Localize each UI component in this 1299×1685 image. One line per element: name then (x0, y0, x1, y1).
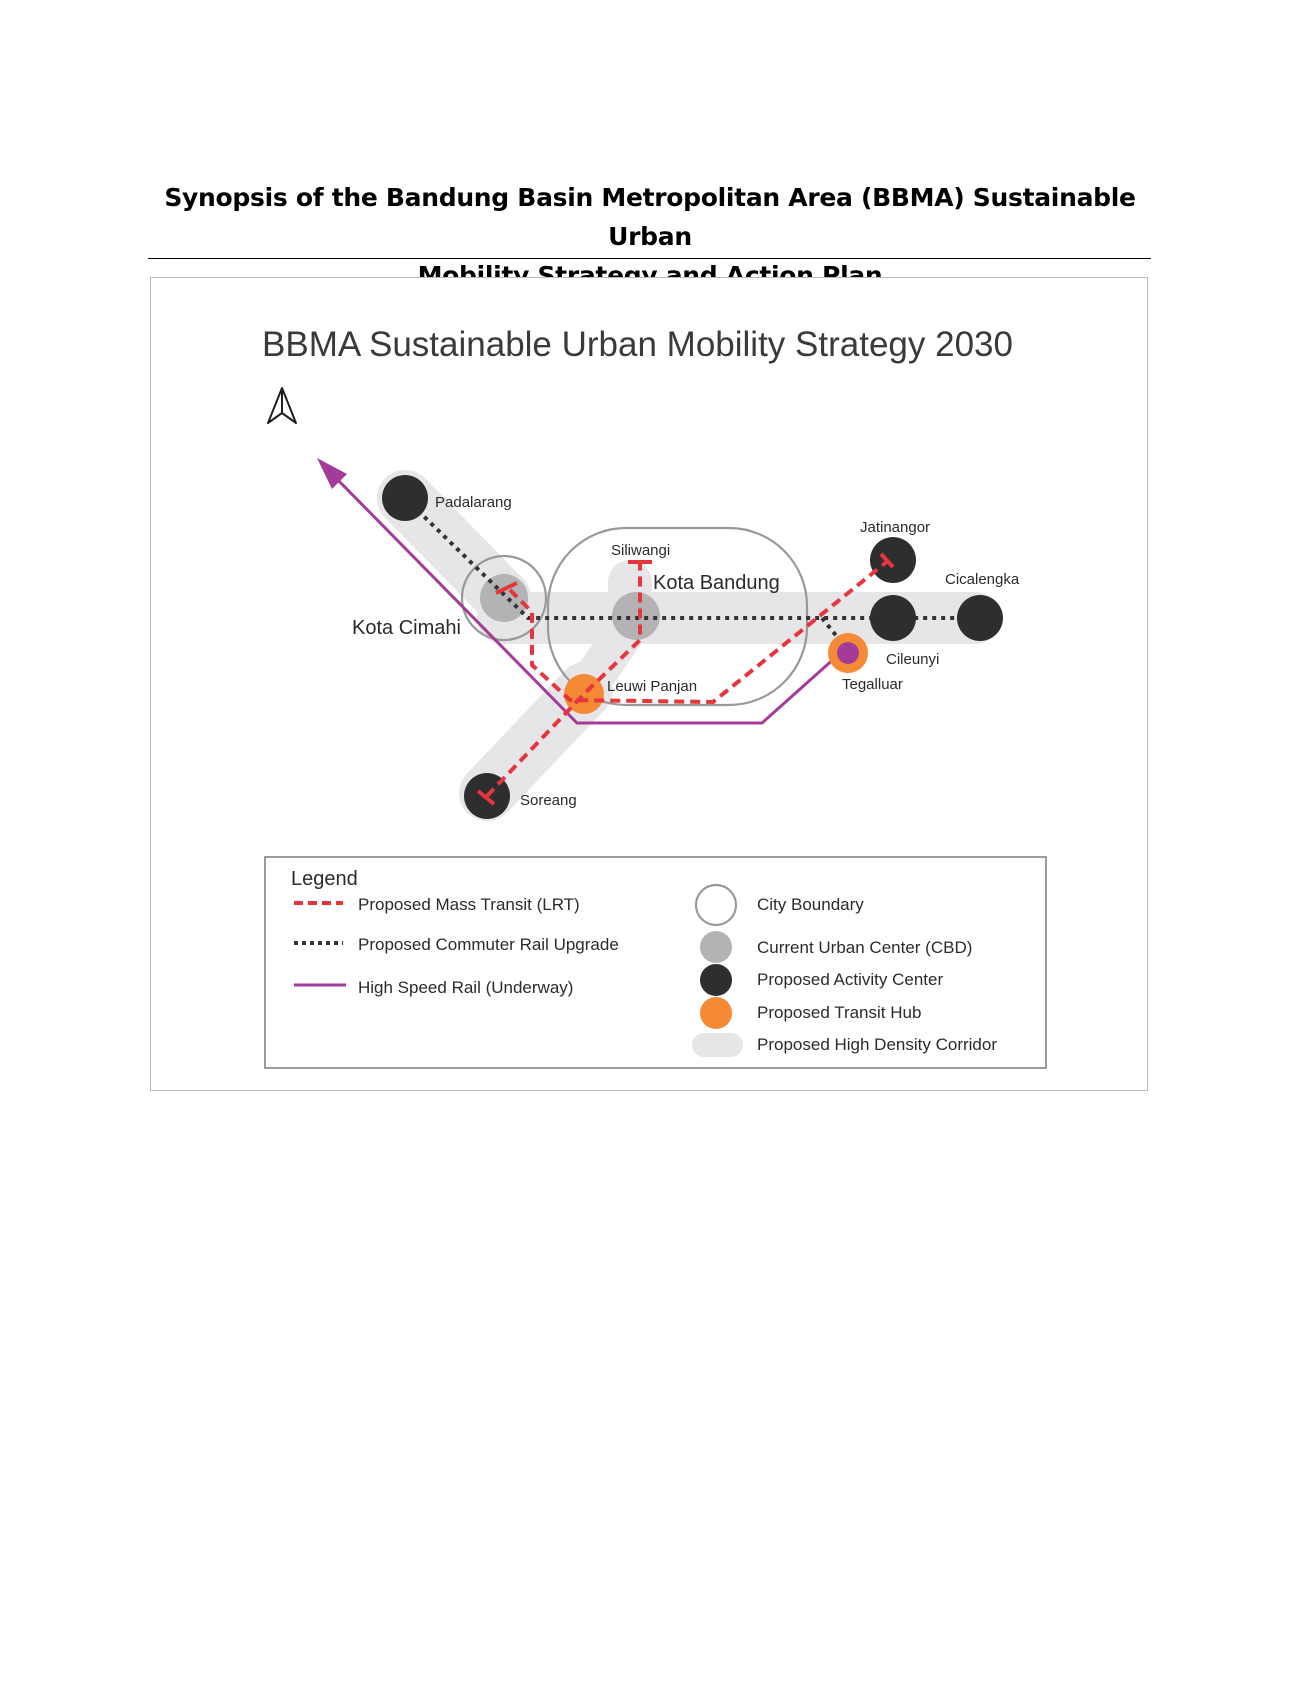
label-padalarang: Padalarang (435, 494, 512, 511)
transit-hub-tegalluar-inner (837, 642, 859, 664)
corridor-northwest (377, 470, 531, 626)
legend-boundary-label: City Boundary (757, 895, 864, 914)
legend-activity-swatch (700, 964, 732, 996)
legend-hub-swatch (700, 997, 732, 1029)
boundary-kota-cimahi (460, 554, 548, 642)
legend-boundary-swatch (694, 883, 738, 927)
transit-hub-leuwi-panjan (564, 674, 604, 714)
legend-cbd-swatch (700, 931, 732, 963)
legend: Legend Proposed Mass Transit (LRT) Propo… (264, 856, 1047, 1069)
activity-center-padalarang (382, 475, 428, 521)
legend-hub-label: Proposed Transit Hub (757, 1003, 921, 1022)
document-title-line1: Synopsis of the Bandung Basin Metropolit… (164, 183, 1136, 251)
label-leuwi-panjan: Leuwi Panjan (607, 678, 697, 695)
label-soreang: Soreang (520, 792, 577, 809)
activity-center-cileunyi (870, 595, 916, 641)
label-siliwangi: Siliwangi (611, 542, 670, 559)
legend-lrt-label: Proposed Mass Transit (LRT) (358, 895, 580, 914)
legend-activity-label: Proposed Activity Center (757, 970, 943, 989)
label-cicalengka: Cicalengka (945, 571, 1020, 588)
commuter-line (403, 496, 975, 650)
hsr-line (317, 458, 847, 725)
lrt-lines (485, 558, 891, 798)
hsr-arrow-icon (317, 458, 347, 489)
legend-corridor-label: Proposed High Density Corridor (757, 1035, 997, 1054)
legend-hsr-label: High Speed Rail (Underway) (358, 978, 573, 997)
activity-center-cicalengka (957, 595, 1003, 641)
lrt-cimahi-tegalluar (508, 558, 891, 705)
label-tegalluar: Tegalluar (842, 676, 903, 693)
legend-cbd-label: Current Urban Center (CBD) (757, 938, 972, 957)
map-title: BBMA Sustainable Urban Mobility Strategy… (262, 325, 1013, 364)
label-jatinangor: Jatinangor (860, 519, 930, 536)
activity-center-jatinangor (870, 537, 916, 583)
legend-heading: Legend (291, 868, 358, 890)
label-kota-cimahi: Kota Cimahi (352, 617, 461, 639)
legend-commuter-label: Proposed Commuter Rail Upgrade (358, 935, 619, 954)
lrt-terminals (476, 552, 895, 806)
legend-corridor-swatch (692, 1033, 743, 1057)
lrt-soreang-siliwangi (485, 564, 642, 798)
legend-box (264, 856, 1047, 1069)
label-kota-bandung: Kota Bandung (653, 572, 780, 594)
cbd-cimahi (480, 574, 528, 622)
place-labels: Padalarang Siliwangi Kota Bandung Jatina… (352, 494, 1020, 809)
transit-hubs (564, 633, 868, 714)
north-arrow-icon (267, 387, 297, 424)
label-cileunyi: Cileunyi (886, 651, 939, 668)
document-title: Synopsis of the Bandung Basin Metropolit… (140, 178, 1160, 295)
title-rule (148, 258, 1151, 259)
corridor-southwest (459, 662, 613, 821)
